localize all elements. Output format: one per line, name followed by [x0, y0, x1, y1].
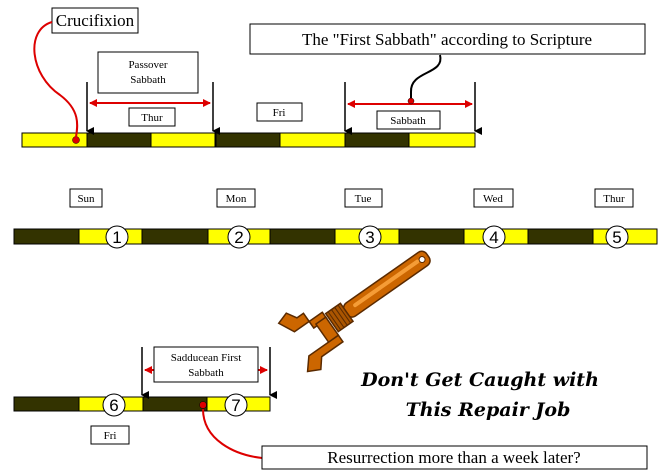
day-number-6: 6: [109, 396, 118, 415]
sadducean-line2: Sabbath: [188, 367, 224, 379]
day-number-7: 7: [231, 396, 240, 415]
sadducean-line1: Sadducean First: [171, 352, 242, 364]
top-timeline: [22, 133, 475, 147]
first-sabbath-dot: [408, 98, 414, 104]
day-label-fri-bottom: Fri: [104, 430, 117, 442]
day-number-1: 1: [112, 228, 121, 247]
segment-night: [143, 397, 207, 411]
crucifixion-marker: [73, 137, 80, 144]
passover-sabbath-line2: Sabbath: [130, 74, 166, 86]
segment-night: [142, 229, 208, 244]
crucifixion-pointer: [34, 22, 77, 137]
slogan-line1: Don't Get Caught with: [360, 369, 599, 391]
wrench-icon: [273, 228, 446, 377]
day-label-sabbath: Sabbath: [390, 115, 426, 127]
segment-night: [270, 229, 335, 244]
day-number-2: 2: [234, 228, 243, 247]
day-label-mon: Mon: [226, 193, 247, 205]
crucifixion-label: Crucifixion: [56, 11, 135, 30]
day-label-fri: Fri: [273, 107, 286, 119]
segment-sabbath-night: [345, 133, 409, 147]
segment-fri-day: [280, 133, 345, 147]
day-number-4: 4: [489, 228, 498, 247]
resurrection-pointer: [203, 409, 262, 458]
passover-sabbath-line1: Passover: [128, 59, 167, 71]
segment-thur-day: [151, 133, 215, 147]
slogan-line2: This Repair Job: [406, 399, 571, 421]
segment-night: [14, 397, 79, 411]
segment-night: [14, 229, 79, 244]
day-label-thur-week: Thur: [603, 193, 625, 205]
day-label-wed: Wed: [483, 193, 503, 205]
segment-night: [399, 229, 464, 244]
day-label-tue: Tue: [355, 193, 372, 205]
first-sabbath-pointer: [411, 55, 441, 100]
resurrection-label: Resurrection more than a week later?: [327, 448, 580, 467]
segment-fri-night: [216, 133, 280, 147]
day-label-sun: Sun: [77, 193, 95, 205]
segment-thur-night: [87, 133, 151, 147]
segment-night: [528, 229, 593, 244]
segment-sabbath-day: [409, 133, 475, 147]
first-sabbath-label: The "First Sabbath" according to Scriptu…: [302, 30, 592, 49]
day-label-thur: Thur: [141, 112, 163, 124]
day-number-5: 5: [612, 228, 621, 247]
day-number-3: 3: [365, 228, 374, 247]
resurrection-marker: [200, 402, 207, 409]
